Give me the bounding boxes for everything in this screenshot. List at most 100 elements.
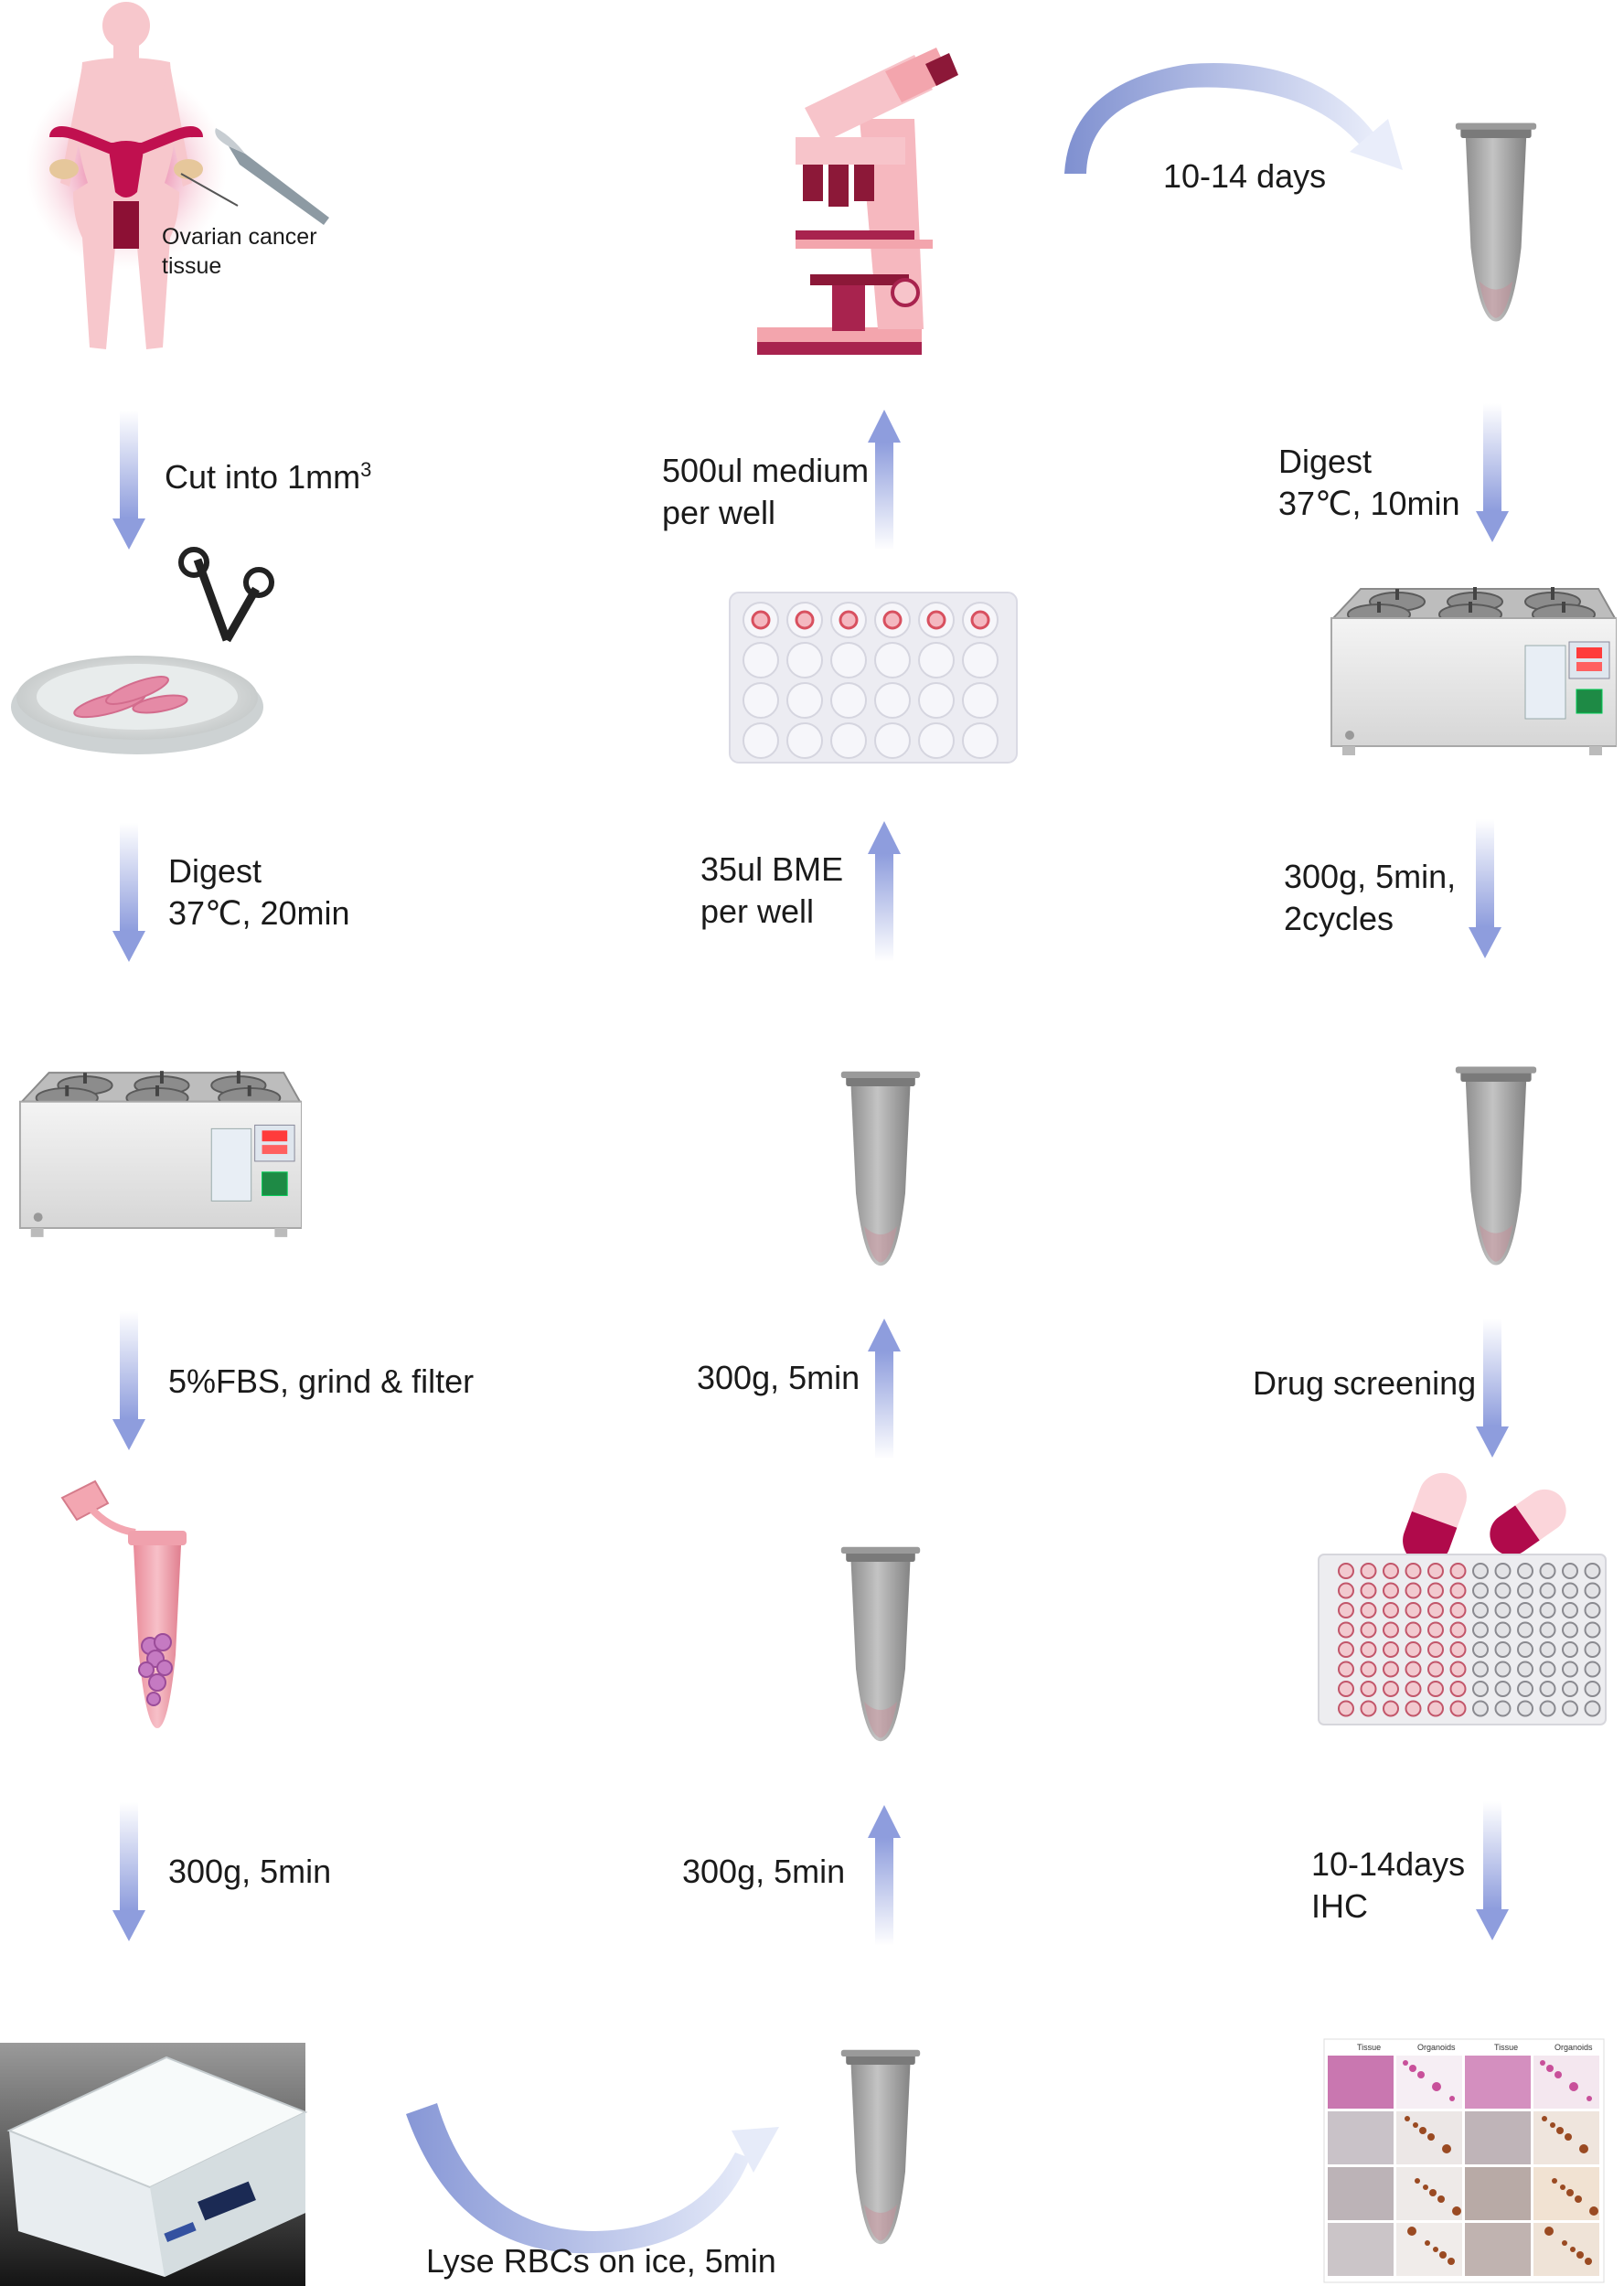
tube-organoids xyxy=(1455,123,1537,322)
ihc-label: 10-14days IHC xyxy=(1311,1845,1466,1925)
arrow-spin4-head xyxy=(1469,927,1501,958)
well xyxy=(962,722,999,759)
well xyxy=(1449,1621,1467,1639)
tube-middle xyxy=(840,1546,921,1742)
well xyxy=(1539,1582,1556,1599)
cell-tube-icon xyxy=(60,1479,187,1728)
well xyxy=(1427,1700,1444,1717)
cut-label-text: Cut into 1mm xyxy=(165,458,361,496)
well xyxy=(1494,1582,1512,1599)
arrow-digest2-head xyxy=(1476,511,1509,542)
well xyxy=(874,722,911,759)
well xyxy=(1584,1681,1601,1697)
well xyxy=(1338,1563,1354,1579)
well xyxy=(1494,1661,1512,1678)
patient-illustration xyxy=(26,2,239,349)
spin2-label: 300g, 5min xyxy=(682,1853,846,1890)
well xyxy=(1449,1661,1467,1678)
medium-label: 500ul medium per well xyxy=(662,452,870,531)
water-bath-2 xyxy=(1330,585,1617,757)
arrow-spin1-head xyxy=(112,1910,145,1941)
bme-dome xyxy=(795,610,815,630)
well xyxy=(1383,1700,1399,1717)
well xyxy=(1360,1641,1377,1658)
well xyxy=(1338,1582,1354,1599)
well xyxy=(1383,1582,1399,1599)
ihc-stain xyxy=(1409,2065,1416,2072)
ihc-stain xyxy=(1425,2240,1430,2246)
well xyxy=(1539,1641,1556,1658)
well xyxy=(1360,1602,1377,1618)
arrow-drug xyxy=(1483,1319,1501,1426)
ihc-stain xyxy=(1417,2071,1425,2078)
well xyxy=(1472,1681,1489,1697)
well xyxy=(1338,1621,1354,1639)
well xyxy=(1562,1582,1578,1599)
bme-dome xyxy=(926,610,946,630)
ihc-tile xyxy=(1328,2223,1394,2276)
ihc-header-3: Tissue xyxy=(1494,2043,1518,2052)
ihc-stain xyxy=(1540,2060,1545,2066)
arrow-fbs-head xyxy=(112,1419,145,1450)
well xyxy=(1472,1700,1489,1717)
ihc-tile xyxy=(1465,2167,1531,2220)
well xyxy=(1472,1661,1489,1678)
ihc-tile xyxy=(1328,2167,1394,2220)
well xyxy=(1562,1621,1578,1639)
well xyxy=(1517,1563,1533,1579)
well xyxy=(1584,1661,1601,1678)
well xyxy=(1405,1582,1422,1599)
arrow-spin4 xyxy=(1476,819,1494,927)
ihc-header-2: Organoids xyxy=(1417,2043,1456,2052)
ihc-stain xyxy=(1429,2189,1437,2196)
well xyxy=(1539,1681,1556,1697)
well xyxy=(1472,1621,1489,1639)
fbs-label: 5%FBS, grind & filter xyxy=(168,1362,475,1400)
well xyxy=(1539,1700,1556,1717)
well xyxy=(1584,1563,1601,1579)
digest1-label: Digest 37℃, 20min xyxy=(168,852,350,932)
well xyxy=(1427,1602,1444,1618)
ihc-image-grid: Tissue Organoids Tissue Organoids xyxy=(1323,2038,1605,2283)
well xyxy=(1449,1681,1467,1697)
ihc-header-1: Tissue xyxy=(1357,2043,1381,2052)
well xyxy=(1360,1621,1377,1639)
well xyxy=(1562,1700,1578,1717)
well xyxy=(1383,1621,1399,1639)
ihc-tile xyxy=(1533,2167,1599,2220)
ihc-stain xyxy=(1449,2096,1455,2101)
well xyxy=(1584,1621,1601,1639)
arrow-fbs xyxy=(120,1311,138,1419)
ihc-stain xyxy=(1546,2065,1554,2072)
well xyxy=(1427,1661,1444,1678)
ihc-tile xyxy=(1533,2223,1599,2276)
ihc-stain xyxy=(1419,2127,1426,2134)
well xyxy=(786,722,823,759)
ihc-stain xyxy=(1407,2227,1416,2236)
well xyxy=(1472,1582,1489,1599)
ihc-stain xyxy=(1570,2247,1576,2252)
ihc-tile xyxy=(1465,2223,1531,2276)
well xyxy=(1562,1602,1578,1618)
well xyxy=(1539,1661,1556,1678)
lyse-label: Lyse RBCs on ice, 5min xyxy=(426,2242,776,2280)
well xyxy=(1494,1602,1512,1618)
well xyxy=(1427,1621,1444,1639)
well xyxy=(1338,1681,1354,1697)
well xyxy=(1517,1641,1533,1658)
well xyxy=(1584,1641,1601,1658)
well xyxy=(874,682,911,719)
well xyxy=(1494,1621,1512,1639)
ihc-stain xyxy=(1569,2082,1578,2091)
well xyxy=(1427,1641,1444,1658)
uterus-icon xyxy=(49,126,203,249)
well xyxy=(743,722,779,759)
well xyxy=(1472,1563,1489,1579)
ihc-stain xyxy=(1544,2227,1554,2236)
well xyxy=(1584,1582,1601,1599)
well xyxy=(1383,1563,1399,1579)
arrow-spin1 xyxy=(120,1802,138,1910)
bme-dome xyxy=(882,610,903,630)
ihc-stain xyxy=(1566,2189,1574,2196)
well xyxy=(1383,1641,1399,1658)
